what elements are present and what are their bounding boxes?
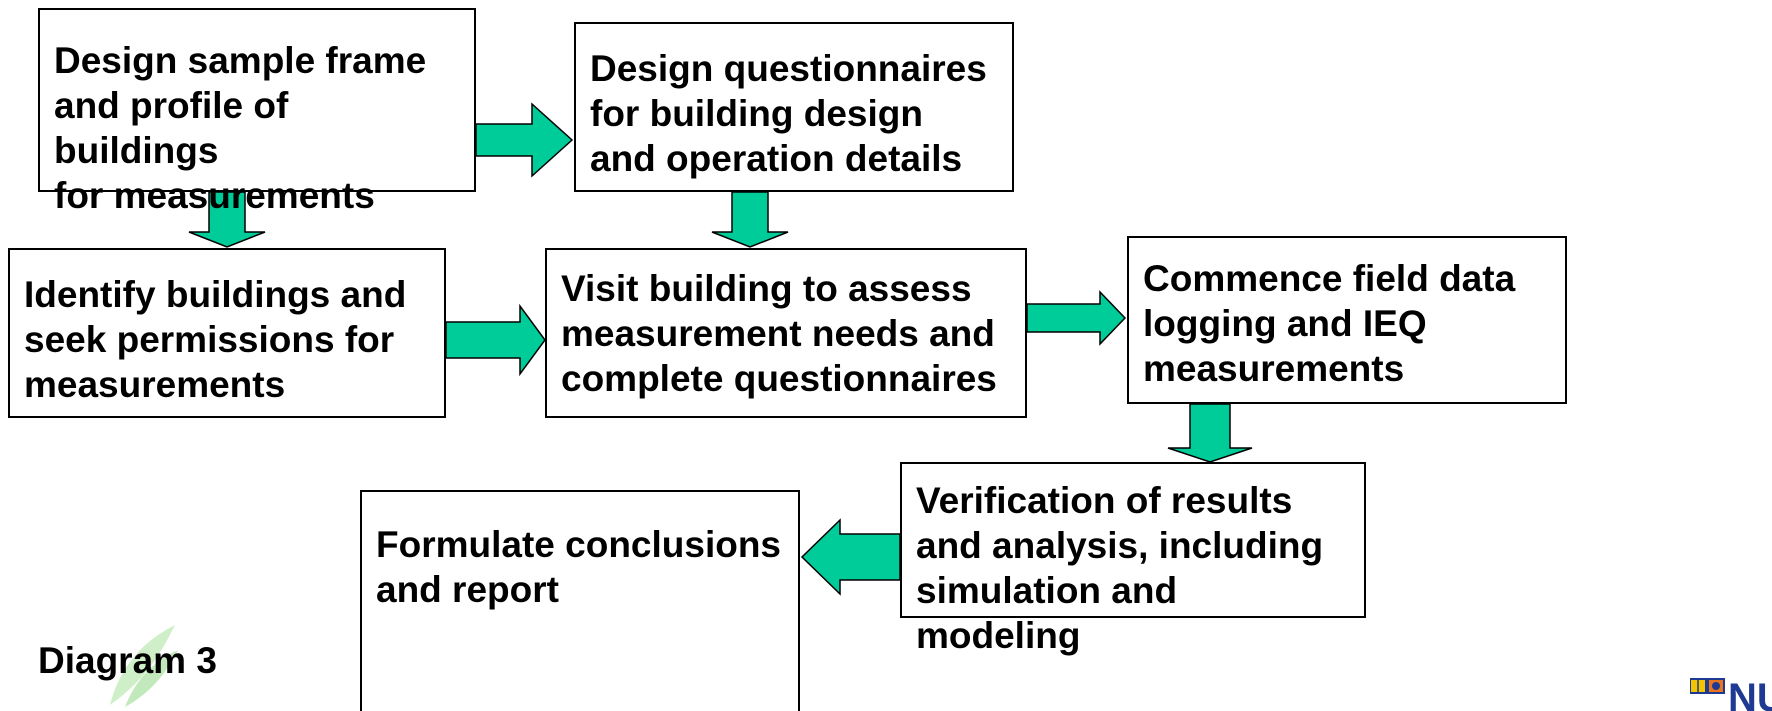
step-design-questionnaires: Design questionnaires for building desig… bbox=[574, 22, 1014, 192]
diagram-label: Diagram 3 bbox=[38, 640, 217, 681]
svg-text:NUS: NUS bbox=[1728, 676, 1772, 711]
leaf-decoration-icon bbox=[110, 625, 178, 707]
nus-logo-icon: NUS bbox=[1690, 676, 1772, 711]
arrow-b6-to-b7 bbox=[800, 518, 901, 596]
arrow-b5-to-b6 bbox=[1167, 403, 1253, 463]
arrow-b1-to-b3 bbox=[188, 191, 266, 248]
step-design-sample-frame: Design sample frame and profile of build… bbox=[38, 8, 476, 216]
arrow-b3-to-b4 bbox=[445, 303, 546, 377]
step-verification-analysis: Verification of results and analysis, in… bbox=[900, 462, 1366, 656]
step-visit-building: Visit building to assess measurement nee… bbox=[545, 248, 1027, 418]
arrow-b1-to-b2 bbox=[475, 102, 574, 178]
nus-logo: NUS bbox=[1690, 655, 1772, 711]
step-formulate-conclusions: Formulate conclusions and report bbox=[360, 490, 800, 711]
arrow-b4-to-b5 bbox=[1026, 290, 1127, 346]
arrow-b2-to-b4 bbox=[711, 191, 789, 248]
step-commence-field-logging: Commence field data logging and IEQ meas… bbox=[1127, 236, 1567, 404]
step-identify-buildings: Identify buildings and seek permissions … bbox=[8, 248, 446, 418]
